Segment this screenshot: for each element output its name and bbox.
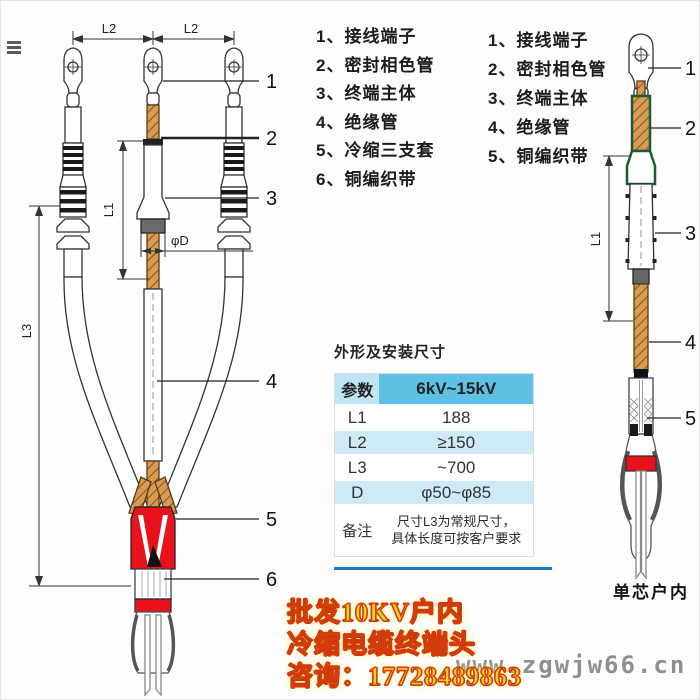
remark-line-1: 尺寸L3为常规尺寸，: [397, 514, 516, 529]
dim-label-l2-left: L2: [102, 21, 116, 36]
table-remark-row: 备注 尺寸L3为常规尺寸， 具体长度可按客户要求: [335, 506, 533, 556]
callout-2: 2: [266, 128, 277, 150]
callout-3-right: 3: [685, 223, 696, 245]
dim-l2: [72, 31, 235, 45]
callout-6: 6: [266, 569, 277, 591]
dim-d: [140, 233, 253, 257]
dimensions-heading: 外形及安装尺寸: [334, 344, 447, 361]
banner-line-3-phone: 咨询：17728489863: [286, 661, 523, 691]
table-cell-param: L3: [335, 456, 380, 481]
parts-list-item: 5、冷缩三支套: [316, 141, 435, 160]
copper-cable: [633, 283, 649, 378]
callout-3: 3: [266, 188, 277, 210]
table-header-row: 参数 6kV~15kV: [335, 374, 533, 406]
table-row: L1 188: [335, 406, 533, 431]
table-cell-value: φ50~φ85: [379, 481, 533, 506]
callout-2-right: 2: [685, 118, 696, 140]
parts-list-item: 1、接线端子: [316, 27, 417, 46]
dim-l1-right: [603, 155, 633, 322]
callout-5-right: 5: [685, 408, 696, 430]
parts-list-single-core: 1、接线端子 2、密封相色管 3、终端主体 4、绝缘管 5、铜编织带: [488, 26, 606, 171]
table-cell-value: 188: [379, 406, 533, 431]
table-header-param: 参数: [335, 374, 380, 406]
callout-leaders-right: [647, 67, 681, 419]
phase-b-cutaway: [136, 47, 170, 508]
inner-conductors: [635, 470, 647, 580]
parts-list-three-core: 1、接线端子 2、密封相色管 3、终端主体 4、绝缘管 5、冷缩三支套 6、铜编…: [316, 23, 434, 194]
blue-divider: [334, 567, 552, 570]
table-cell-value: ~700: [379, 456, 533, 481]
terminal-body: [625, 149, 657, 285]
phase-c: [158, 47, 251, 508]
callout-5: 5: [266, 509, 277, 531]
banner-line-1: 批发10KV户内: [286, 597, 465, 627]
table-cell-remark-label: 备注: [335, 506, 380, 556]
table-cell-param: L1: [335, 406, 380, 431]
table-cell-value: ≥150: [379, 431, 533, 456]
seal-collar: [143, 139, 163, 145]
promo-banner: 批发10KV户内 冷缩电缆终端头 咨询：17728489863: [286, 597, 523, 693]
single-core-caption: 单芯户内: [613, 583, 689, 602]
parts-list-item: 3、终端主体: [316, 84, 417, 103]
dim-label-l2-right: L2: [184, 21, 198, 36]
parts-list-item: 4、绝缘管: [316, 112, 399, 132]
callout-1-right: 1: [685, 58, 696, 80]
watermark-url: www.zgwjw66.cn: [456, 651, 687, 679]
callout-leaders: [157, 80, 259, 580]
parts-list-item: 5、铜编织带: [488, 147, 589, 166]
print-artifact: [7, 41, 21, 57]
parts-list-item: 2、密封相色管: [488, 60, 607, 79]
table-row: L3 ~700: [335, 456, 533, 481]
dim-l1: [117, 140, 149, 280]
table-cell-remark-value: 尺寸L3为常规尺寸， 具体长度可按客户要求: [379, 506, 533, 556]
table-cell-param: L2: [335, 431, 380, 456]
dim-label-l3: L3: [19, 324, 34, 338]
three-core-termination-diagram: L2 L2 L1 φD L3: [19, 21, 277, 697]
single-core-termination-diagram: L1 1 2 3 4 5: [588, 33, 696, 580]
table-row: D φ50~φ85: [335, 481, 533, 506]
dim-label-l1: L1: [101, 203, 116, 217]
parts-list-item: 2、密封相色管: [316, 55, 435, 75]
remark-line-2: 具体长度可按客户要求: [391, 531, 522, 546]
table-header-range: 6kV~15kV: [379, 374, 533, 406]
parts-list-item: 6、铜编织带: [316, 169, 417, 189]
banner-line-2: 冷缩电缆终端头: [286, 629, 477, 659]
copper-braid: [628, 377, 654, 436]
callout-4-right: 4: [685, 332, 696, 354]
copper-braid: [134, 568, 172, 600]
table-row: L2 ≥150: [335, 431, 533, 456]
dim-label-l1-right: L1: [588, 232, 603, 246]
parts-list-item: 1、接线端子: [488, 31, 589, 50]
dim-label-d: φD: [171, 233, 189, 248]
red-marker-band: [625, 455, 657, 472]
dim-l3: [29, 205, 131, 587]
phase-a: [56, 47, 149, 508]
callout-4: 4: [266, 371, 277, 393]
copper-conductor: [146, 104, 160, 140]
table-cell-param: D: [335, 481, 380, 506]
breakout-boot: [128, 476, 178, 697]
callout-1: 1: [266, 71, 277, 93]
parts-list-item: 4、绝缘管: [488, 118, 571, 137]
dimensions-table: 参数 6kV~15kV L1 188 L2 ≥150 L3 ~700 D φ50…: [334, 373, 534, 557]
parts-list-item: 3、终端主体: [488, 89, 589, 108]
